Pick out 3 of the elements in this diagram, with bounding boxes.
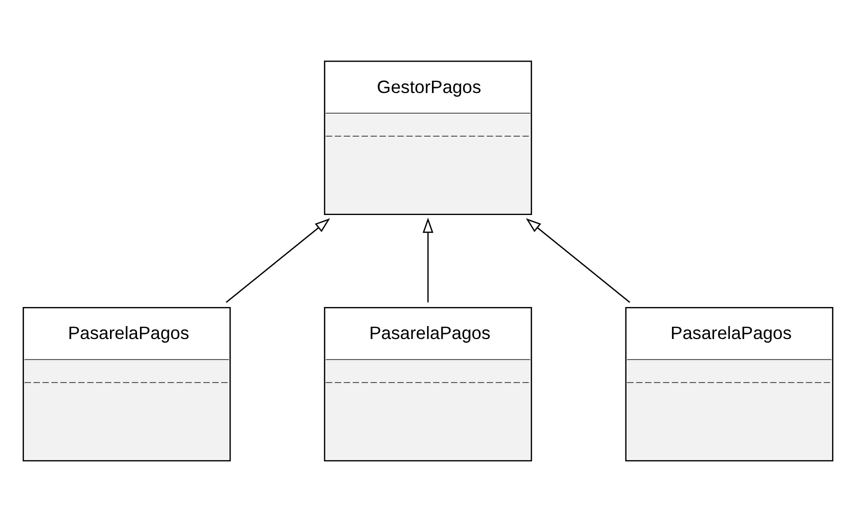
arrow bbox=[226, 218, 330, 303]
arrow bbox=[526, 218, 630, 303]
arrow bbox=[422, 218, 434, 302]
